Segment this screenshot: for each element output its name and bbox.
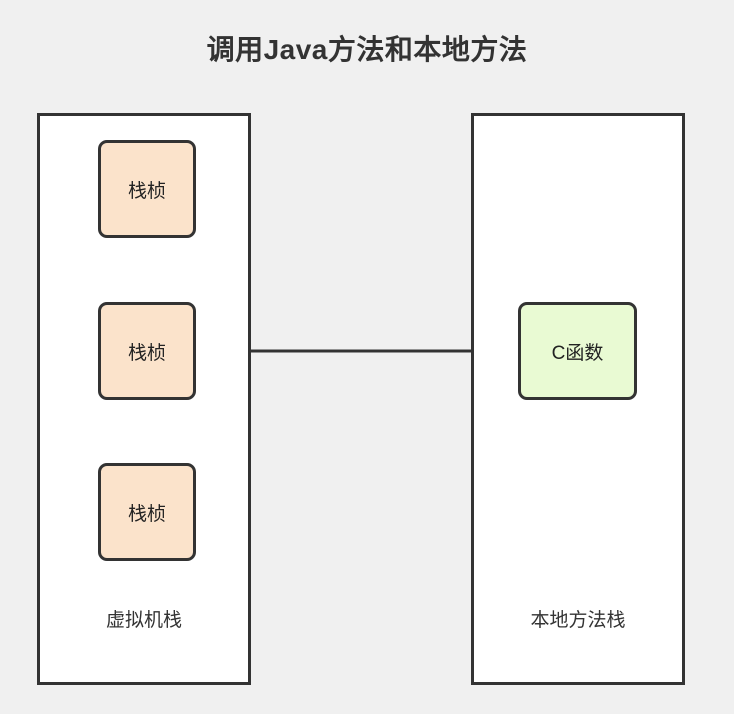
vm-stack-container: 虚拟机栈 xyxy=(37,113,251,685)
stack-frame-node-2[interactable]: 栈桢 xyxy=(98,302,196,400)
stack-frame-node-1[interactable]: 栈桢 xyxy=(98,140,196,238)
vm-stack-label: 虚拟机栈 xyxy=(105,610,182,631)
native-stack-label: 本地方法栈 xyxy=(530,610,626,631)
page-title: 调用Java方法和本地方法 xyxy=(206,34,528,65)
stack-frame-node-3[interactable]: 栈桢 xyxy=(98,463,196,561)
c-function-node[interactable]: C函数 xyxy=(518,302,637,400)
